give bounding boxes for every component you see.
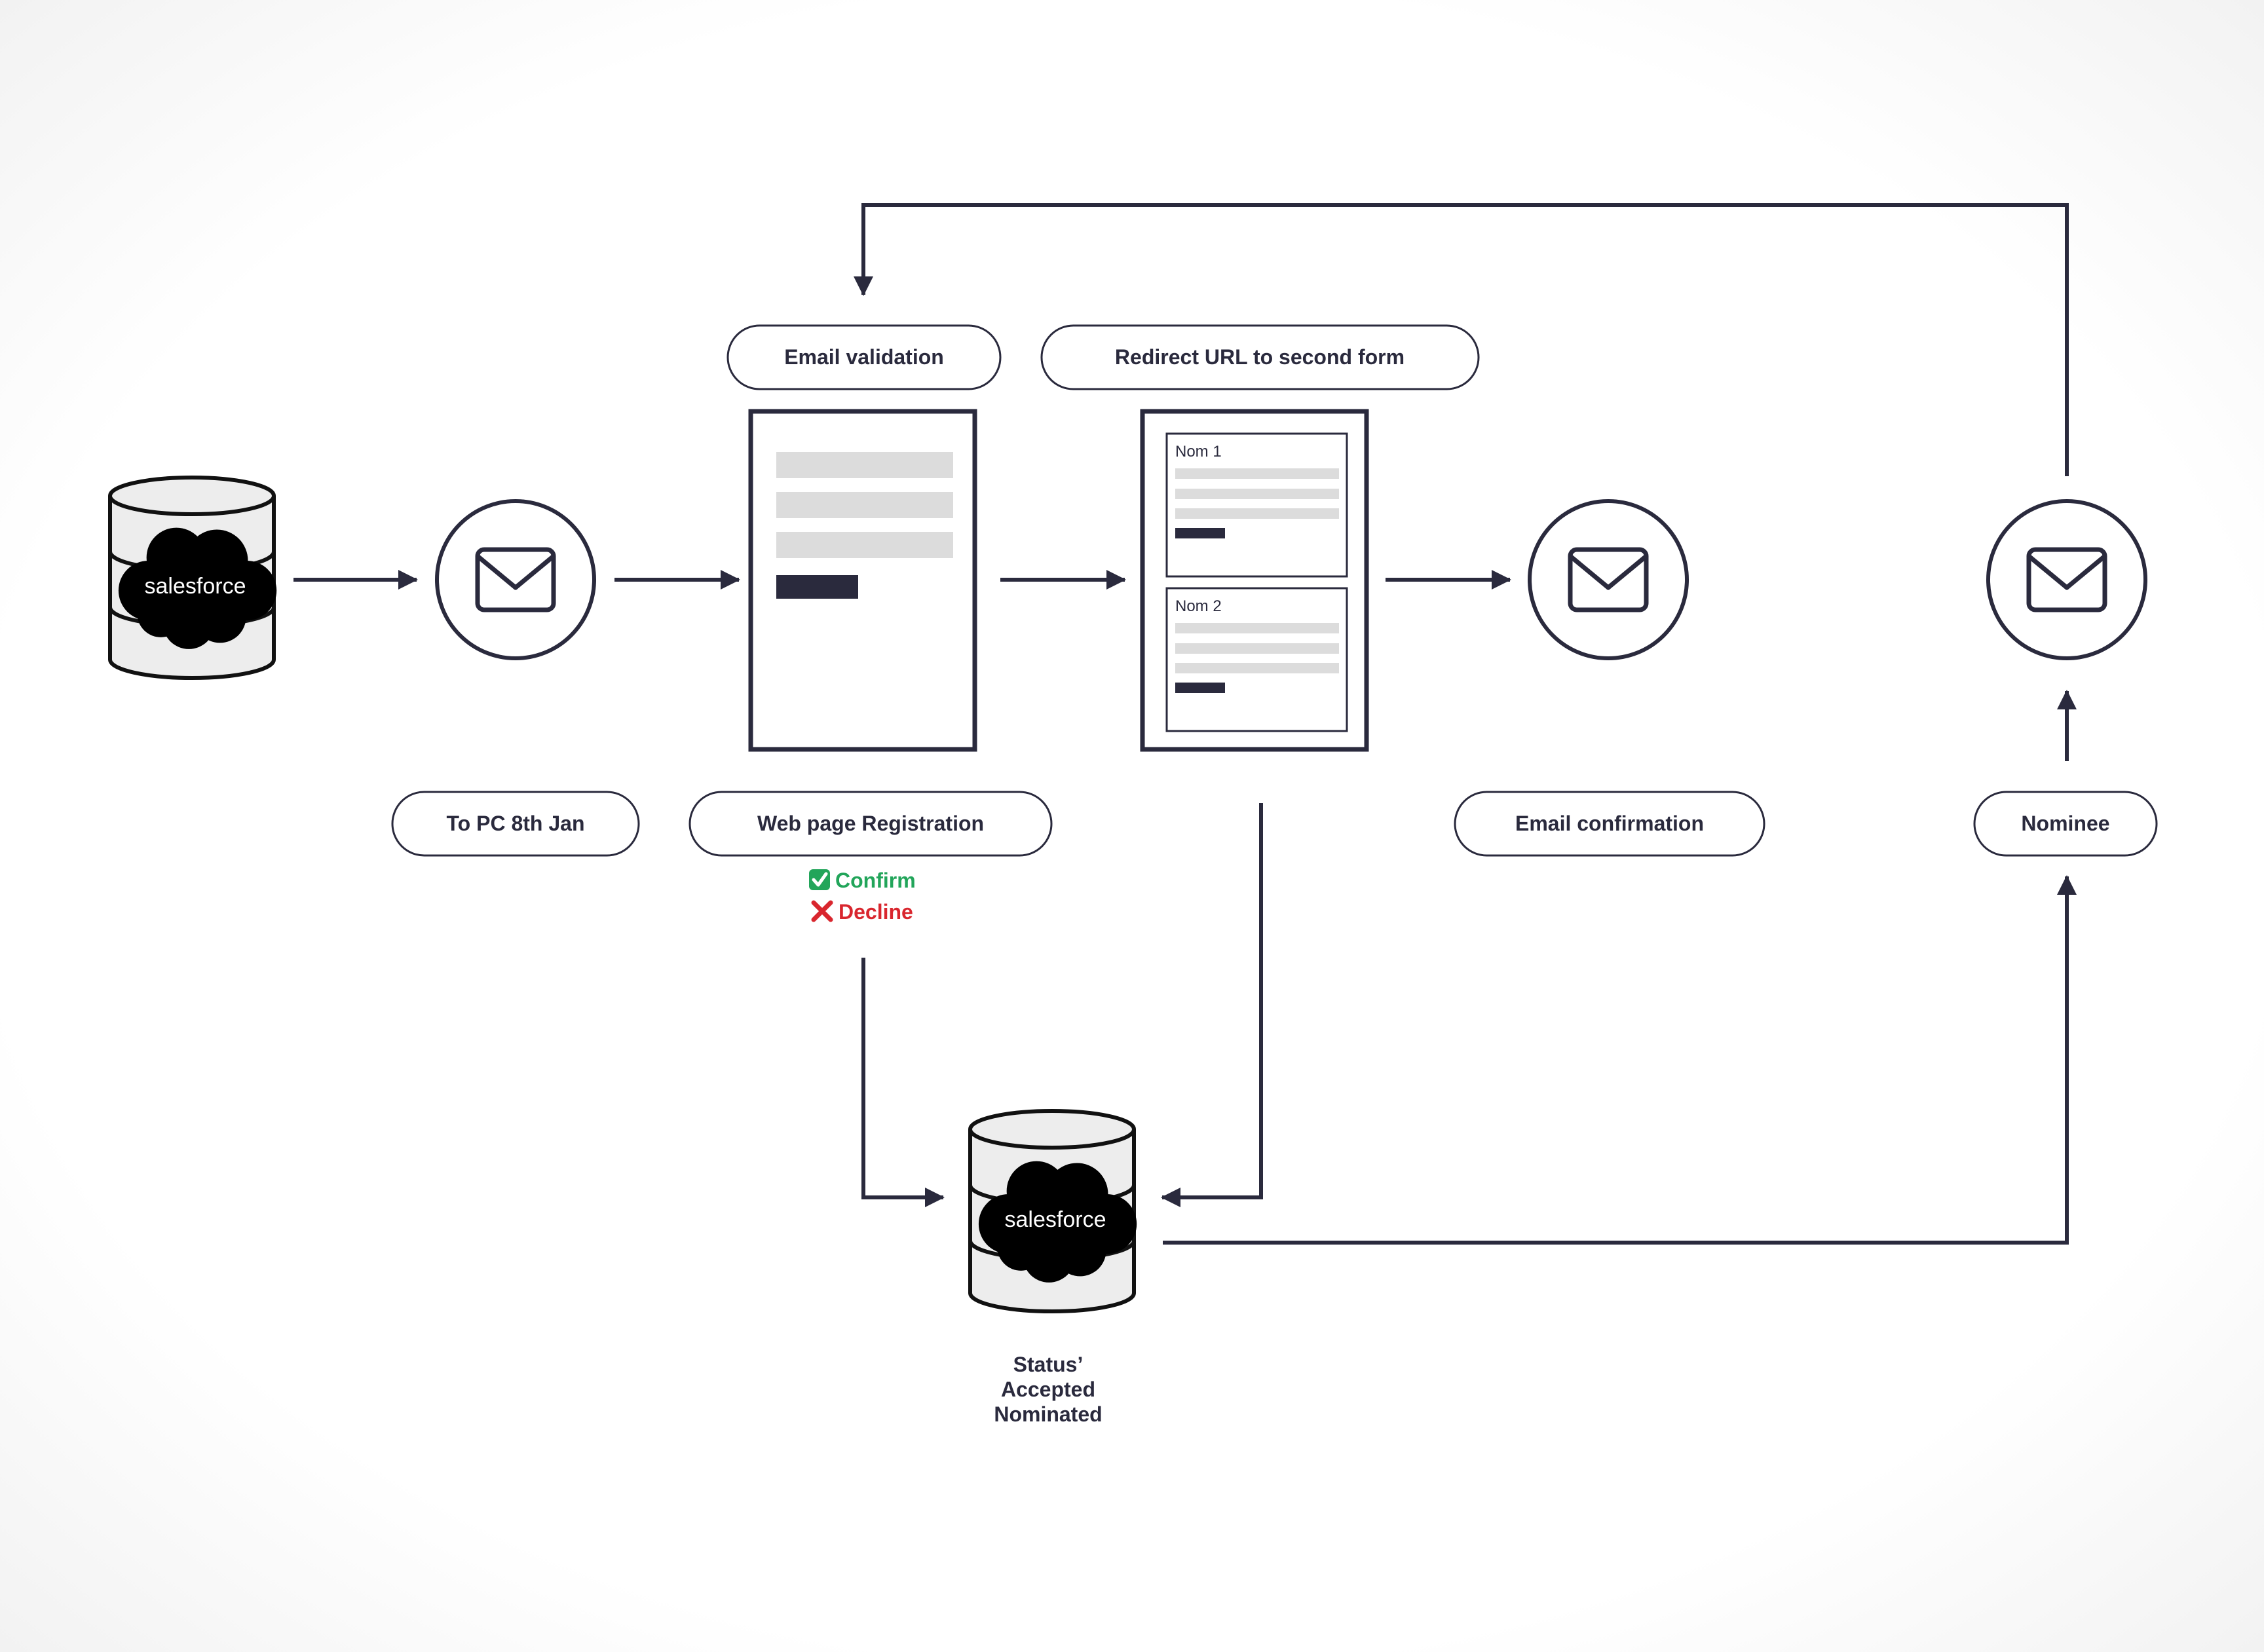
form-field xyxy=(776,492,953,518)
nominee-section-1: Nom 1 xyxy=(1165,432,1348,578)
pill-to-pc: To PC 8th Jan xyxy=(391,791,640,857)
mail-icon-to-pc xyxy=(437,501,594,658)
salesforce-database-icon-status: salesforce xyxy=(970,1111,1137,1311)
form-field xyxy=(776,532,953,558)
loop-back-arrow xyxy=(854,203,2069,476)
to-pc-label: To PC 8th Jan xyxy=(447,812,585,835)
form-submit-button xyxy=(776,575,858,599)
registration-options: Confirm Decline xyxy=(809,869,916,924)
pill-nominee: Nominee xyxy=(1973,791,2158,857)
salesforce-database-icon-source: salesforce xyxy=(110,478,277,678)
redirect-url-label: Redirect URL to second form xyxy=(1115,345,1405,369)
arrow-form2-to-db xyxy=(1161,803,1263,1207)
email-confirmation-label: Email confirmation xyxy=(1515,812,1704,835)
pill-email-validation: Email validation xyxy=(726,324,1002,390)
check-icon xyxy=(809,869,830,890)
nominee-section-2: Nom 2 xyxy=(1165,587,1348,732)
registration-form xyxy=(748,409,977,752)
nom-2-label: Nom 2 xyxy=(1175,597,1222,615)
second-form: Nom 1 Nom 2 xyxy=(1140,409,1369,752)
pill-email-confirmation: Email confirmation xyxy=(1454,791,1765,857)
mail-icon-nominee xyxy=(1988,501,2145,658)
form-field xyxy=(776,452,953,478)
nominee-label: Nominee xyxy=(2021,812,2109,835)
confirm-label: Confirm xyxy=(835,869,916,892)
salesforce-brand-text: salesforce xyxy=(1005,1207,1106,1232)
arrow-registration-to-db xyxy=(861,958,945,1207)
decline-label: Decline xyxy=(839,900,913,924)
status-line-1: Status’ xyxy=(1013,1353,1084,1376)
connectors xyxy=(293,203,2077,1245)
mail-icon-confirmation xyxy=(1530,501,1687,658)
arrow-db-to-nominee xyxy=(1163,875,2077,1245)
pill-web-registration: Web page Registration xyxy=(689,791,1053,857)
status-line-3: Nominated xyxy=(994,1402,1102,1426)
web-registration-label: Web page Registration xyxy=(757,812,984,835)
status-line-2: Accepted xyxy=(1001,1378,1095,1401)
salesforce-brand-text: salesforce xyxy=(145,574,246,599)
email-validation-label: Email validation xyxy=(784,345,944,369)
status-caption: Status’ Accepted Nominated xyxy=(994,1353,1102,1426)
cross-icon xyxy=(811,900,833,922)
pill-redirect-url: Redirect URL to second form xyxy=(1040,324,1480,390)
nom-1-label: Nom 1 xyxy=(1175,443,1222,460)
